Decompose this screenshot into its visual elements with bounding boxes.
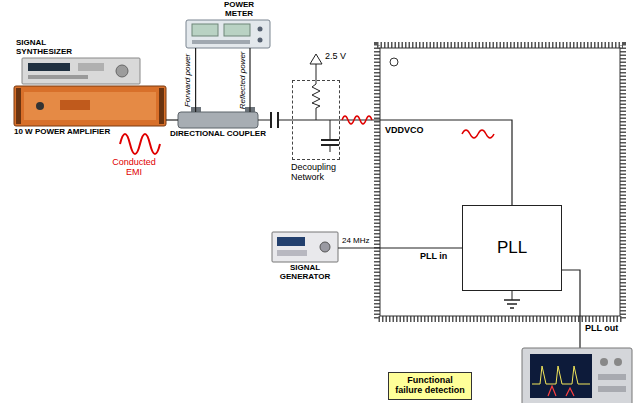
synthesizer-body [22, 58, 140, 84]
emi-label: Conducted EMI [106, 158, 162, 178]
generator-buttons [277, 250, 307, 256]
spectrum-trace [548, 386, 574, 396]
emi-wave [120, 134, 160, 154]
node-label: POWER METER [210, 1, 268, 19]
edge-label: Reflected power [238, 51, 247, 109]
decoupling-network: Decoupling Network [292, 80, 340, 160]
power-meter-body [186, 20, 270, 48]
pin-name: PLL in [420, 252, 447, 262]
edge-label: Forward power [184, 53, 193, 106]
wire [338, 247, 462, 248]
amplifier-handle [16, 88, 21, 124]
pll-block: PLL [462, 205, 562, 291]
meter-buttons [192, 40, 250, 44]
node-label: DIRECTIONAL COUPLER [156, 130, 280, 139]
chip-outline [380, 48, 620, 316]
synthesizer-knob [116, 65, 128, 77]
pin-one-mark [390, 58, 398, 66]
capacitor-symbol [270, 112, 272, 128]
chip-pins [377, 45, 623, 319]
meter-knob [258, 27, 263, 32]
amplifier-body [14, 86, 166, 126]
wire [340, 120, 512, 205]
node-label: Decoupling Network [291, 163, 351, 183]
wire [316, 108, 317, 120]
amplifier-panel [24, 92, 156, 120]
edge-label: 24 MHz [342, 237, 370, 246]
power-amplifier: 10 W POWER AMPLIFIER [14, 86, 166, 126]
coupler-body [178, 112, 258, 128]
wire [166, 119, 178, 120]
emi-wave [342, 116, 372, 124]
synthesizer-keypad [78, 63, 104, 71]
signal-generator: SIGNAL GENERATOR [272, 232, 338, 262]
generator-display [277, 237, 305, 246]
node-label: PLL [497, 239, 527, 258]
signal-synthesizer: SIGNAL SYNTHESIZER [22, 58, 140, 84]
node-label: 10 W POWER AMPLIFIER [14, 128, 154, 137]
scope-buttons [598, 374, 626, 380]
failure-detection-box: Functional failure detection [388, 372, 472, 400]
ground-symbol [504, 299, 520, 301]
scope-knob [614, 358, 622, 366]
generator-body [272, 232, 338, 262]
wire [330, 145, 331, 152]
wire [249, 48, 250, 112]
oscilloscope-body [522, 348, 632, 403]
capacitor-symbol [277, 112, 279, 128]
amplifier-handle [159, 88, 164, 124]
wire [292, 119, 340, 120]
emi-wave [462, 130, 494, 138]
node-label: Functional failure detection [393, 376, 467, 396]
wire [330, 120, 331, 140]
capacitor-gap [271, 112, 279, 128]
amplifier-meter [60, 100, 90, 110]
supply-voltage: 2.5 V [325, 52, 346, 62]
wire [195, 48, 196, 112]
pin-name: PLL out [585, 324, 618, 334]
scope-knob [600, 358, 608, 366]
synthesizer-buttons [28, 75, 88, 79]
directional-coupler: DIRECTIONAL COUPLER [178, 112, 258, 128]
scope-buttons [598, 386, 626, 392]
meter-knob [258, 38, 263, 43]
meter-screen [224, 24, 250, 36]
capacitor-symbol [321, 139, 339, 141]
meter-screen [192, 24, 218, 36]
synthesizer-display [28, 63, 70, 71]
ground-symbol [510, 307, 514, 309]
wire [562, 270, 580, 348]
amplifier-switch [36, 102, 44, 110]
power-meter: POWER METER [186, 20, 270, 48]
ground-symbol [507, 303, 517, 305]
node-label: SIGNAL SYNTHESIZER [16, 39, 88, 57]
wire [316, 64, 317, 84]
generator-knob [320, 242, 330, 252]
node-label: SIGNAL GENERATOR [269, 264, 341, 282]
oscilloscope-screen [530, 354, 592, 398]
wire [512, 291, 513, 300]
oscilloscope-trace [532, 366, 590, 384]
supply-symbol [310, 54, 322, 64]
resistor-symbol [312, 84, 320, 108]
pin-name: VDDVCO [385, 126, 424, 136]
